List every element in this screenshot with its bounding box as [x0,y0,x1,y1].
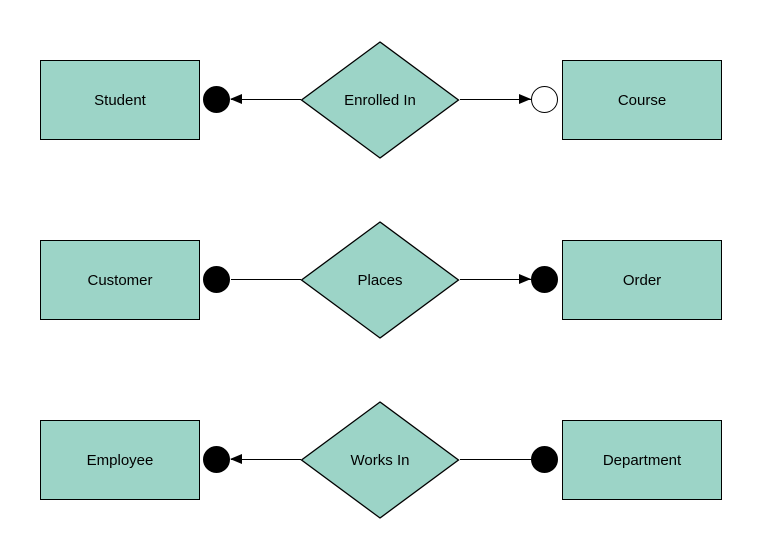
connector-line-right [460,279,531,280]
entity-box-right: Department [562,420,722,500]
connector-line-left [231,279,301,280]
relationship-row: Student Enrolled In Course [0,41,761,159]
connector-line-left [231,459,301,460]
connector-line-right [460,459,531,460]
left-arrowhead-icon [230,454,242,464]
right-terminal-circle-icon [531,446,558,473]
entity-label: Department [602,451,682,469]
entity-box-right: Order [562,240,722,320]
connector-line-right [460,99,531,100]
entity-box-left: Student [40,60,200,140]
relationship-diamond: Enrolled In [300,41,460,159]
entity-label: Employee [86,451,154,469]
relationship-diamond: Works In [300,401,460,519]
left-terminal-circle-icon [203,446,230,473]
relationship-label: Places [357,271,403,289]
entity-label: Order [622,271,662,289]
entity-box-left: Customer [40,240,200,320]
entity-label: Customer [87,271,153,289]
relationship-label: Enrolled In [344,91,416,109]
relationship-row: Employee Works In Department [0,401,761,519]
entity-box-right: Course [562,60,722,140]
left-terminal-circle-icon [203,86,230,113]
right-arrowhead-icon [519,274,531,284]
entity-label: Student [94,91,146,109]
relationship-label: Works In [350,451,410,469]
relationship-diamond: Places [300,221,460,339]
right-terminal-circle-icon [531,86,558,113]
entity-label: Course [617,91,667,109]
left-terminal-circle-icon [203,266,230,293]
relationship-row: Customer Places Order [0,221,761,339]
entity-box-left: Employee [40,420,200,500]
right-arrowhead-icon [519,94,531,104]
connector-line-left [231,99,301,100]
right-terminal-circle-icon [531,266,558,293]
left-arrowhead-icon [230,94,242,104]
